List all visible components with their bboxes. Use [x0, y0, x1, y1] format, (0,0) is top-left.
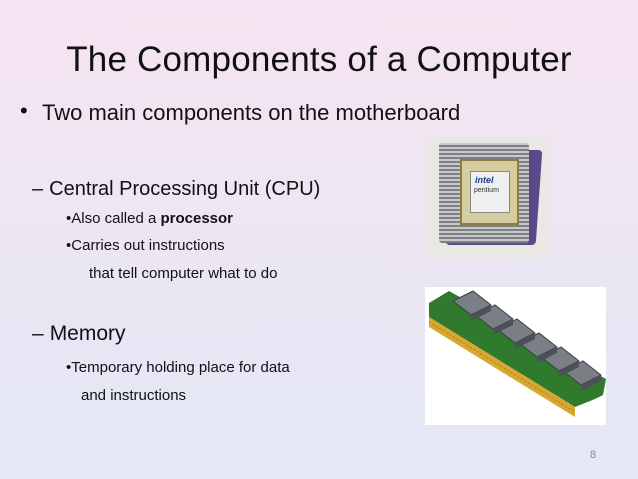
memory-sub-1-text: Temporary holding place for data: [71, 359, 290, 376]
cpu-sub-2-cont: that tell computer what to do: [89, 265, 278, 282]
main-bullet: • Two main components on the motherboard: [20, 98, 461, 126]
cpu-chip: intel pentium: [460, 159, 519, 225]
cpu-sub-1-bold: processor: [160, 210, 234, 227]
memory-heading: –Memory: [32, 322, 126, 345]
cpu-sub-1: •Also called a processor: [66, 210, 234, 227]
cpu-heading-text: Central Processing Unit (CPU): [49, 178, 321, 200]
cpu-sub-2-text: Carries out instructions: [71, 237, 225, 254]
cpu-die: intel pentium: [470, 171, 510, 213]
cpu-model-text: pentium: [474, 187, 499, 194]
memory-sub-1-cont: and instructions: [81, 387, 187, 404]
ram-module-icon: [428, 290, 606, 417]
main-bullet-text: Two main components on the motherboard: [42, 100, 461, 125]
slide-title: The Components of a Computer: [66, 40, 572, 79]
bullet-dot: •: [20, 98, 28, 123]
page-number: 8: [590, 449, 597, 461]
cpu-image: intel pentium: [425, 137, 550, 258]
cpu-logo-text: intel: [475, 175, 494, 185]
memory-heading-text: Memory: [49, 322, 126, 345]
cpu-sub-1-prefix: Also called a: [71, 210, 161, 227]
ram-image: [425, 287, 606, 425]
memory-sub-1: •Temporary holding place for data: [66, 359, 290, 376]
cpu-heading: –Central Processing Unit (CPU): [32, 178, 321, 200]
cpu-sub-2: •Carries out instructions: [66, 237, 225, 254]
